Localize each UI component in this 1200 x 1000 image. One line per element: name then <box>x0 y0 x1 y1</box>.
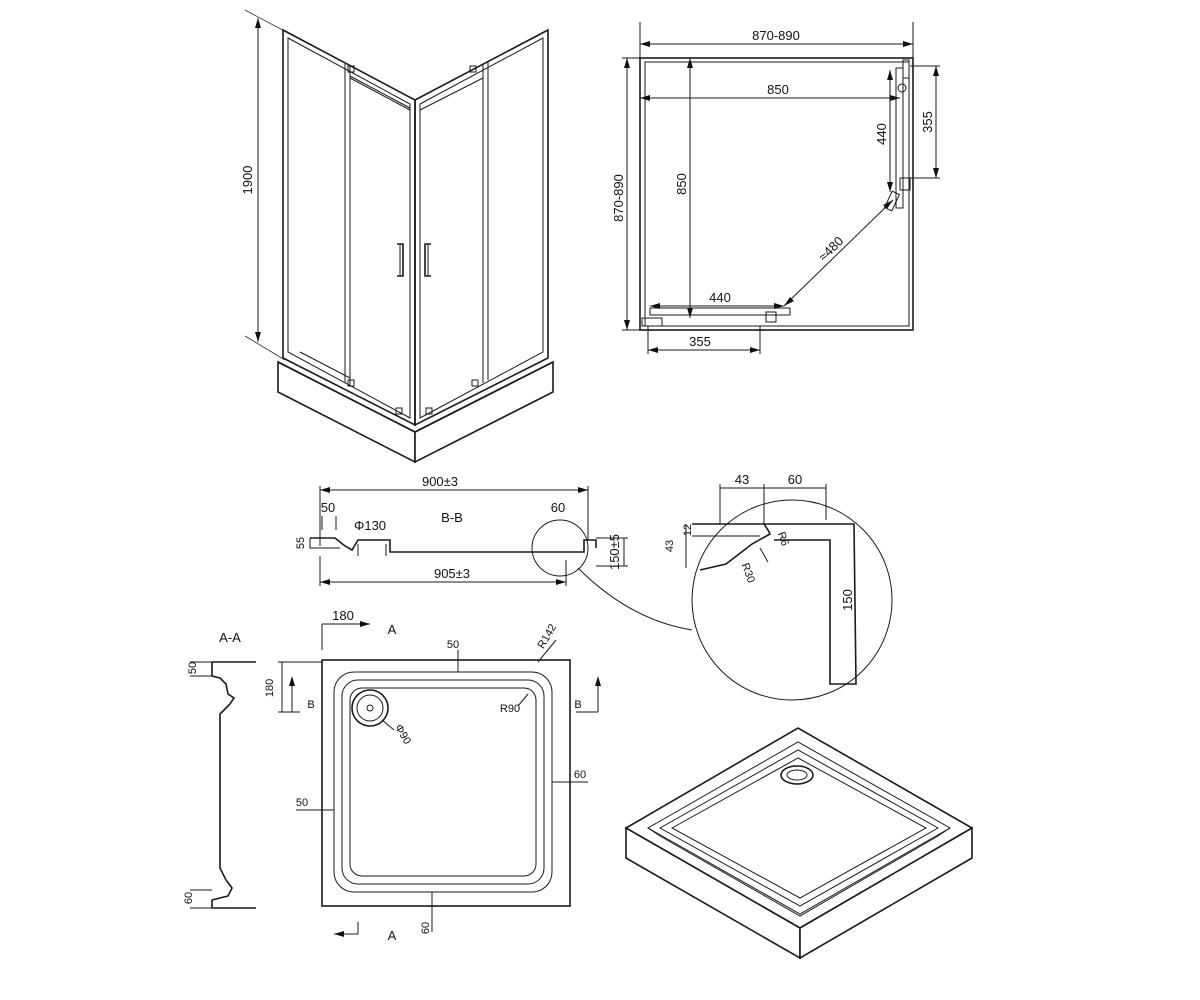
tray-180-top: 180 <box>332 608 354 623</box>
tray-plan-view: 180 A A 180 B B 50 50 60 60 R142 R90 Φ90 <box>264 608 601 943</box>
section-aa: A-A 50 60 <box>183 630 256 909</box>
bb-left-rim: 50 <box>321 500 335 515</box>
plan-overall-width: 870-890 <box>752 28 800 43</box>
tray-cut-a-top: A <box>388 622 397 637</box>
plan-door-right: 440 <box>874 123 889 145</box>
bb-bottom-width: 905±3 <box>434 566 470 581</box>
tray-inner-radius: R90 <box>500 703 520 715</box>
section-bb-title: B-B <box>441 510 463 525</box>
section-aa-title: A-A <box>219 630 241 645</box>
bb-height: 150±5 <box>607 534 622 570</box>
tray-rim-left: 50 <box>296 797 308 809</box>
tray-drain: Φ90 <box>392 722 413 746</box>
detail-43-side: 43 <box>664 540 676 552</box>
tray-rim-bottom: 60 <box>420 922 432 934</box>
plan-diagonal: ≈480 <box>815 233 846 264</box>
plan-inner-depth: 850 <box>674 173 689 195</box>
detail-12: 12 <box>682 524 694 536</box>
plan-inner-width: 850 <box>767 82 789 97</box>
tray-isometric-view <box>624 727 974 960</box>
bb-drain-dia: Φ130 <box>354 518 386 533</box>
bb-right-rim: 60 <box>551 500 565 515</box>
detail-r30: R30 <box>739 561 757 584</box>
aa-bottom-dim: 60 <box>183 892 195 904</box>
tray-cut-b-right: B <box>574 699 581 711</box>
tray-outer-radius: R142 <box>536 622 560 651</box>
plan-overall-depth: 870-890 <box>611 174 626 222</box>
enclosure-isometric-view: 1900 <box>240 9 554 464</box>
tray-rim-top: 50 <box>447 639 459 651</box>
aa-top-dim: 50 <box>187 662 199 674</box>
plan-opening-bottom: 355 <box>689 334 711 349</box>
detail-43-top: 43 <box>735 472 749 487</box>
detail-height: 150 <box>840 589 855 611</box>
bb-rim-height: 55 <box>295 537 307 549</box>
bb-top-width: 900±3 <box>422 474 458 489</box>
height-label: 1900 <box>240 166 255 195</box>
tray-180-left: 180 <box>264 679 276 697</box>
tray-cut-b-left: B <box>307 699 314 711</box>
detail-view: 43 60 12 43 R6 R30 150 <box>664 472 893 701</box>
detail-60-top: 60 <box>788 472 802 487</box>
enclosure-plan-view: 870-890 850 870-890 850 355 440 <box>611 22 940 354</box>
plan-opening-right: 355 <box>920 111 935 133</box>
detail-r6: R6 <box>775 530 791 547</box>
tray-cut-a-bottom: A <box>388 928 397 943</box>
section-bb: B-B 900±3 50 Φ130 60 55 150±5 905±3 <box>295 474 693 631</box>
plan-door-bottom: 440 <box>709 290 731 305</box>
tray-rim-right: 60 <box>574 769 586 781</box>
